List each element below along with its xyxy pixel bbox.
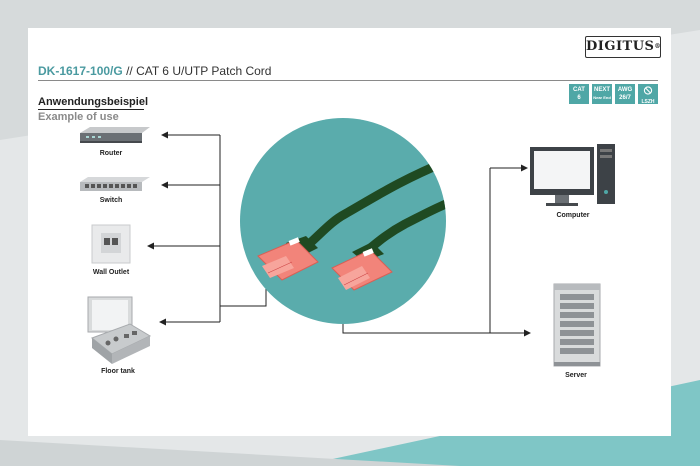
product-name: CAT 6 U/UTP Patch Cord: [136, 64, 272, 78]
switch-label: Switch: [99, 197, 123, 204]
left-connectors: [147, 131, 267, 326]
product-title: DK-1617-100/G // CAT 6 U/UTP Patch Cord: [38, 64, 271, 78]
digitus-logo[interactable]: DIGITUS®: [585, 36, 661, 58]
rj45-connector-right: [331, 248, 393, 291]
wall-outlet-label: Wall Outlet: [92, 269, 130, 276]
floor-tank-label: Floor tank: [101, 368, 135, 375]
section-title-en: Example of use: [38, 111, 119, 123]
switch-icon: [80, 177, 150, 191]
computer-icon: [530, 144, 615, 206]
title-divider: [38, 80, 658, 81]
router-label: Router: [99, 150, 123, 157]
lszh-icon: LSZH: [638, 84, 658, 105]
model-number: DK-1617-100/G: [38, 64, 123, 78]
computer-label: Computer: [556, 212, 590, 219]
title-separator: //: [126, 64, 133, 78]
floor-tank-icon: [87, 296, 152, 364]
no-halogen-icon: [643, 86, 653, 95]
server-label: Server: [565, 372, 587, 379]
wall-outlet-icon: [91, 224, 131, 264]
server-icon: [553, 283, 601, 367]
section-title-de: Anwendungsbeispiel: [38, 96, 149, 108]
router-icon: [80, 127, 150, 143]
patch-cord-image: [240, 118, 446, 324]
rj45-connector-left: [257, 237, 319, 281]
section-underline: [38, 109, 144, 110]
